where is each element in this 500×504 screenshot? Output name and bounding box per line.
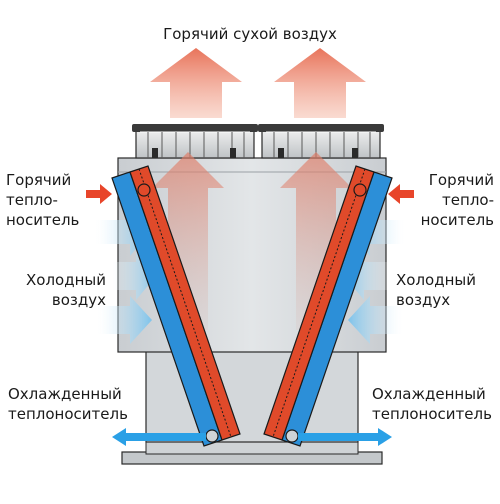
cooled-coolant-arrow-right bbox=[298, 428, 392, 446]
hot-coolant-arrow-left bbox=[86, 184, 112, 204]
hot-coolant-arrow-right bbox=[388, 184, 414, 204]
fan-left bbox=[132, 124, 258, 159]
coil-right-outlet bbox=[285, 429, 299, 443]
cold-air-label-right: Холодный воздух bbox=[396, 271, 476, 309]
cooled-coolant-label-left: Охлажденный теплоноситель bbox=[8, 385, 128, 423]
hot-air-arrow-right bbox=[274, 48, 366, 118]
hot-coolant-label-right: Горячий тепло- носитель bbox=[420, 171, 494, 229]
coil-left-inlet bbox=[137, 183, 151, 197]
coil-right bbox=[263, 165, 393, 447]
hot-dry-air-title: Горячий сухой воздух bbox=[163, 25, 337, 43]
fan-right bbox=[258, 124, 384, 159]
hot-air-arrow-left bbox=[150, 48, 242, 118]
coil-left bbox=[111, 165, 241, 447]
cooled-coolant-label-right: Охлажденный теплоноситель bbox=[372, 385, 492, 423]
coil-right-inlet bbox=[353, 183, 367, 197]
coil-left-outlet bbox=[205, 429, 219, 443]
cold-air-label-left: Холодный воздух bbox=[26, 271, 106, 309]
cooled-coolant-arrow-left bbox=[112, 428, 206, 446]
hot-coolant-label-left: Горячий тепло- носитель bbox=[6, 171, 80, 229]
